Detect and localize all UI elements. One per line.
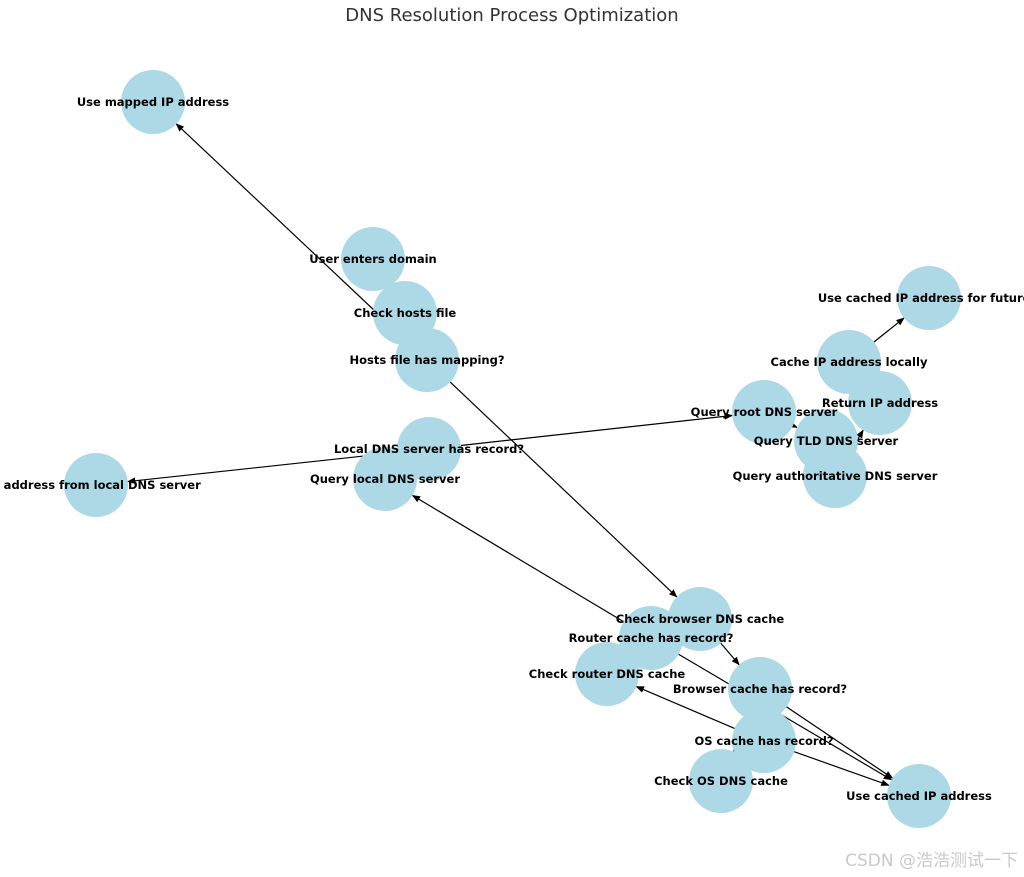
node-check_os_cache — [689, 749, 753, 813]
node-ip_from_local_dns — [64, 453, 128, 517]
node-check_browser_cache — [668, 587, 732, 651]
node-label-check_router_cache: Check router DNS cache — [529, 667, 686, 681]
edge-hosts_has_mapping-to-use_mapped_ip — [175, 123, 405, 339]
node-os_cache_has — [732, 709, 796, 773]
node-browser_cache_has — [728, 657, 792, 721]
node-label-query_local_dns: Query local DNS server — [310, 472, 460, 486]
node-label-router_cache_has: Router cache has record? — [569, 631, 734, 645]
node-hosts_has_mapping — [395, 328, 459, 392]
edge-cache_ip_locally-to-use_cached_future — [873, 317, 905, 343]
edge-os_cache_has-to-check_router_cache — [635, 686, 735, 729]
node-label-query_auth: Query authoritative DNS server — [733, 469, 938, 483]
node-label-cache_ip_locally: Cache IP address locally — [771, 355, 928, 369]
edge-local_dns_has-to-ip_from_local_dns — [126, 451, 398, 485]
node-check_router_cache — [575, 642, 639, 706]
node-user_enters_domain — [341, 227, 405, 291]
node-label-check_hosts: Check hosts file — [354, 306, 457, 320]
node-cache_ip_locally — [817, 330, 881, 394]
edge-hosts_has_mapping-to-check_browser_cache — [449, 381, 678, 598]
edge-local_dns_has-to-query_root — [460, 413, 734, 447]
node-label-query_root: Query root DNS server — [691, 405, 838, 419]
diagram-title: DNS Resolution Process Optimization — [345, 5, 679, 26]
edge-check_browser_cache-to-browser_cache_has — [720, 642, 740, 666]
node-use_mapped_ip — [121, 70, 185, 134]
node-query_auth — [803, 444, 867, 508]
node-label-use_mapped_ip: Use mapped IP address — [77, 95, 229, 109]
node-use_cached_ip — [887, 764, 951, 828]
watermark: CSDN @浩浩测试一下 — [845, 851, 1018, 871]
node-label-use_cached_future: Use cached IP address for future r — [818, 291, 1024, 305]
node-label-check_os_cache: Check OS DNS cache — [654, 774, 788, 788]
edge-router_cache_has-to-query_local_dns — [411, 494, 624, 623]
edge-browser_cache_has-to-use_cached_ip — [786, 706, 894, 779]
node-label-hosts_has_mapping: Hosts file has mapping? — [349, 353, 504, 367]
node-label-use_cached_ip: Use cached IP address — [846, 789, 992, 803]
node-label-ip_from_local_dns: P address from local DNS server — [0, 478, 201, 492]
node-label-check_browser_cache: Check browser DNS cache — [616, 612, 785, 626]
node-label-return_ip: Return IP address — [822, 396, 938, 410]
node-local_dns_has — [397, 417, 461, 481]
edge-query_root-to-query_tld — [788, 421, 798, 428]
node-use_cached_future — [897, 266, 961, 330]
node-router_cache_has — [619, 606, 683, 670]
edge-os_cache_has-to-use_cached_ip — [793, 751, 890, 786]
node-label-query_tld: Query TLD DNS server — [754, 434, 899, 448]
node-label-local_dns_has: Local DNS server has record? — [334, 442, 524, 456]
node-query_root — [732, 380, 796, 444]
node-label-os_cache_has: OS cache has record? — [694, 734, 833, 748]
node-label-browser_cache_has: Browser cache has record? — [673, 682, 847, 696]
node-label-user_enters_domain: User enters domain — [309, 252, 436, 266]
